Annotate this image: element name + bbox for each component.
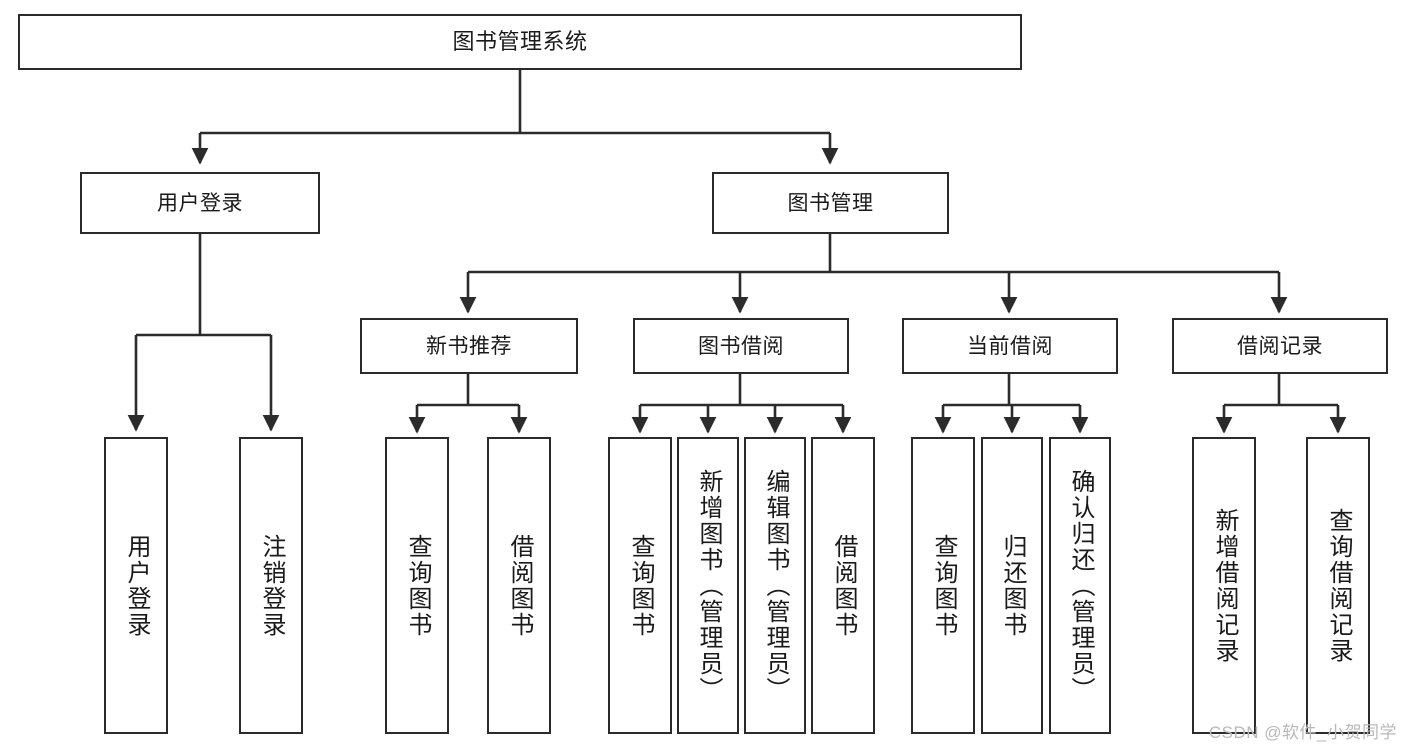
node-user-login[interactable]: 用户登录 — [80, 172, 320, 234]
node-book-manage[interactable]: 图书管理 — [712, 172, 949, 234]
leaf-user-login-1[interactable]: 注销登录 — [239, 437, 303, 734]
node-borrow-records-label: 借阅记录 — [1237, 334, 1323, 358]
node-borrow-records[interactable]: 借阅记录 — [1172, 318, 1388, 374]
leaf-current-borrow-0-label: 查询图书 — [929, 533, 957, 638]
leaf-new-book-recommend-1[interactable]: 借阅图书 — [487, 437, 551, 734]
leaf-user-login-1-label: 注销登录 — [257, 533, 285, 638]
leaf-borrow-records-0[interactable]: 新增借阅记录 — [1192, 437, 1256, 734]
leaf-current-borrow-2-label: 确认归还（管理员） — [1066, 468, 1094, 703]
leaf-new-book-recommend-0[interactable]: 查询图书 — [385, 437, 449, 734]
leaf-user-login-0-label: 用户登录 — [122, 533, 150, 638]
leaf-book-borrow-3[interactable]: 借阅图书 — [811, 437, 875, 734]
leaf-borrow-records-1-label: 查询借阅记录 — [1324, 507, 1352, 664]
node-new-book-recommend-label: 新书推荐 — [426, 334, 512, 358]
leaf-current-borrow-0[interactable]: 查询图书 — [911, 437, 975, 734]
leaf-current-borrow-1-label: 归还图书 — [998, 533, 1026, 638]
node-root[interactable]: 图书管理系统 — [18, 14, 1022, 70]
leaf-borrow-records-1[interactable]: 查询借阅记录 — [1306, 437, 1370, 734]
leaf-book-borrow-0-label: 查询图书 — [626, 533, 654, 638]
watermark: CSDN @软件_小贺同学 — [1208, 723, 1397, 742]
leaf-borrow-records-0-label: 新增借阅记录 — [1210, 507, 1238, 664]
leaf-user-login-0[interactable]: 用户登录 — [104, 437, 168, 734]
leaf-book-borrow-0[interactable]: 查询图书 — [608, 437, 672, 734]
leaf-book-borrow-2-label: 编辑图书（管理员） — [761, 468, 789, 703]
leaf-book-borrow-3-label: 借阅图书 — [829, 533, 857, 638]
node-book-borrow-label: 图书借阅 — [698, 334, 784, 358]
node-book-borrow[interactable]: 图书借阅 — [633, 318, 849, 374]
leaf-book-borrow-1-label: 新增图书（管理员） — [694, 468, 722, 703]
node-current-borrow[interactable]: 当前借阅 — [902, 318, 1118, 374]
leaf-current-borrow-2[interactable]: 确认归还（管理员） — [1049, 437, 1111, 734]
node-user-login-label: 用户登录 — [157, 191, 243, 215]
leaf-new-book-recommend-1-label: 借阅图书 — [505, 533, 533, 638]
node-current-borrow-label: 当前借阅 — [967, 334, 1053, 358]
leaf-new-book-recommend-0-label: 查询图书 — [403, 533, 431, 638]
node-new-book-recommend[interactable]: 新书推荐 — [360, 318, 578, 374]
leaf-book-borrow-2[interactable]: 编辑图书（管理员） — [744, 437, 806, 734]
leaf-book-borrow-1[interactable]: 新增图书（管理员） — [677, 437, 739, 734]
node-root-label: 图书管理系统 — [452, 29, 588, 54]
leaf-current-borrow-1[interactable]: 归还图书 — [981, 437, 1043, 734]
node-book-manage-label: 图书管理 — [787, 191, 874, 215]
